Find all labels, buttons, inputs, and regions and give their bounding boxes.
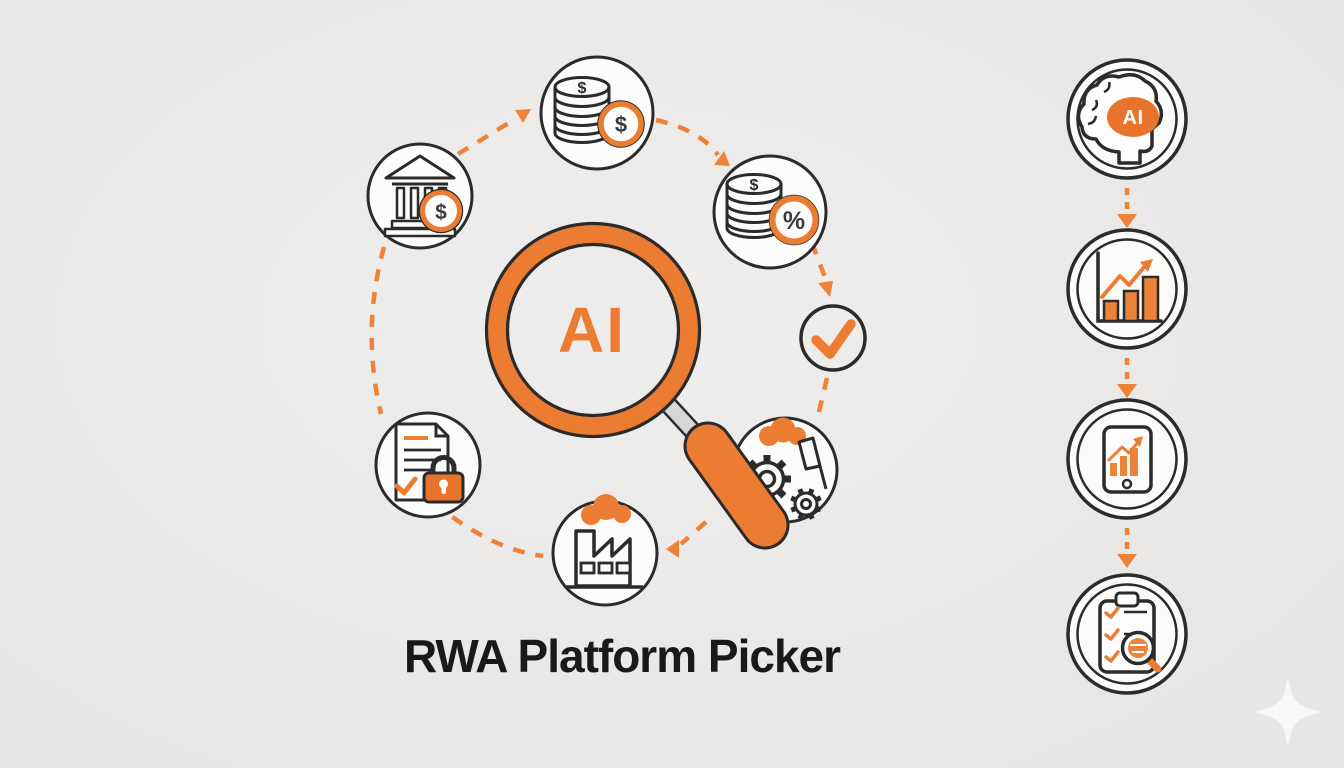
coin-stack-percent-icon: $ % — [712, 154, 828, 270]
page-fold — [434, 424, 448, 438]
handle — [686, 424, 787, 547]
clipboard-clip — [1114, 591, 1140, 608]
lens-glass — [487, 224, 699, 436]
coin-top-symbol: $ — [578, 80, 587, 97]
review-magnifier — [1120, 630, 1162, 673]
arrowhead — [1117, 214, 1137, 228]
coin-stack-dollar-icon: $ $ — [539, 55, 655, 171]
connector-arrowheads — [515, 109, 833, 558]
flow-arrow — [1117, 358, 1137, 398]
row-checks — [1104, 606, 1120, 663]
coin-dollar-badge: $ — [615, 112, 627, 137]
chart-axes — [1096, 251, 1163, 323]
home-button — [1121, 478, 1133, 490]
arrowhead — [515, 109, 531, 123]
connector-gears-to-factory — [679, 520, 708, 546]
chart-bars — [1102, 275, 1160, 323]
lens-rim — [486, 223, 700, 437]
factory-windows — [579, 561, 632, 575]
dashed-connectors — [369, 117, 830, 559]
flow-arrow — [1117, 188, 1137, 228]
sparkle-icon — [1252, 676, 1324, 748]
badge-outline — [597, 100, 645, 148]
connector-coins-to-percent — [655, 117, 720, 157]
ai-magnifier-icon: AI — [484, 221, 790, 550]
coin-percent-badge: % — [783, 207, 805, 235]
bank-building-icon: $ — [366, 142, 474, 250]
checklist-review-icon — [1066, 573, 1188, 695]
check-circle-icon — [799, 304, 867, 372]
trend-arrowhead — [1133, 436, 1143, 447]
gear-small — [790, 488, 822, 520]
growth-bar-chart-icon — [1066, 228, 1188, 350]
factory-icon — [551, 494, 659, 607]
checkmark — [394, 476, 418, 496]
trend-line — [1100, 264, 1147, 299]
ai-brain-icon: AI — [1066, 58, 1188, 180]
padlock-icon — [422, 455, 465, 504]
magnifier-ai-label: AI — [558, 294, 626, 366]
bank-dollar-badge: $ — [435, 201, 447, 224]
flow-arrow — [1117, 528, 1137, 568]
secure-document-icon — [374, 411, 482, 519]
trend-line — [1107, 439, 1141, 462]
arrowhead — [1117, 384, 1137, 398]
connector-bank-to-document — [369, 246, 387, 415]
mobile-analytics-icon — [1066, 398, 1188, 520]
page-title: RWA Platform Picker — [404, 630, 841, 682]
screen-bars — [1110, 448, 1138, 476]
arrowhead — [714, 151, 730, 166]
smoke-cloud — [581, 494, 631, 525]
checkmark — [811, 319, 856, 359]
coin-top-symbol: $ — [750, 177, 759, 194]
arrowhead — [818, 281, 833, 297]
right-flow-column: AI — [1066, 58, 1188, 695]
trend-arrowhead — [1140, 259, 1153, 272]
arrowhead — [666, 540, 679, 558]
brain-folds — [1087, 81, 1111, 126]
badge-outline — [418, 188, 464, 234]
brain-ai-label: AI — [1123, 107, 1144, 129]
connector-percent-to-check — [809, 242, 829, 281]
connector-check-to-gears — [816, 377, 830, 413]
connector-bank-to-coins — [456, 119, 514, 156]
arrowhead — [1117, 554, 1137, 568]
